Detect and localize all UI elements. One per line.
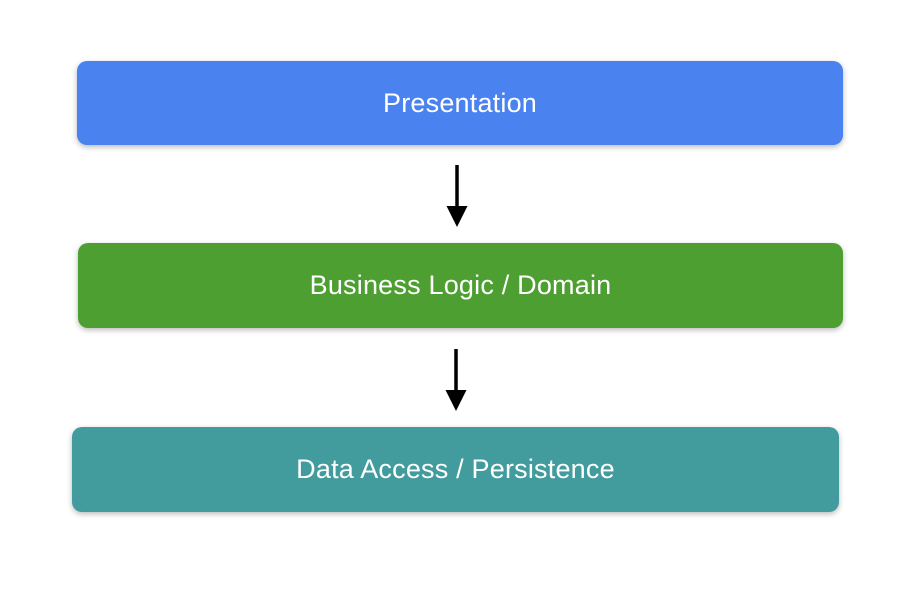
layer-node-data-access: Data Access / Persistence (72, 427, 839, 512)
arrow-head-icon (446, 206, 468, 227)
layer-label-data-access: Data Access / Persistence (296, 454, 615, 484)
layer-label-business-logic: Business Logic / Domain (309, 270, 612, 300)
layer-node-business-logic: Business Logic / Domain (78, 243, 843, 328)
arrow-head-icon (445, 390, 467, 411)
layer-label-presentation: Presentation (383, 87, 537, 118)
layer-node-presentation: Presentation (77, 61, 843, 145)
arrow-presentation-to-business (446, 165, 468, 227)
arrow-business-to-data (445, 349, 467, 411)
